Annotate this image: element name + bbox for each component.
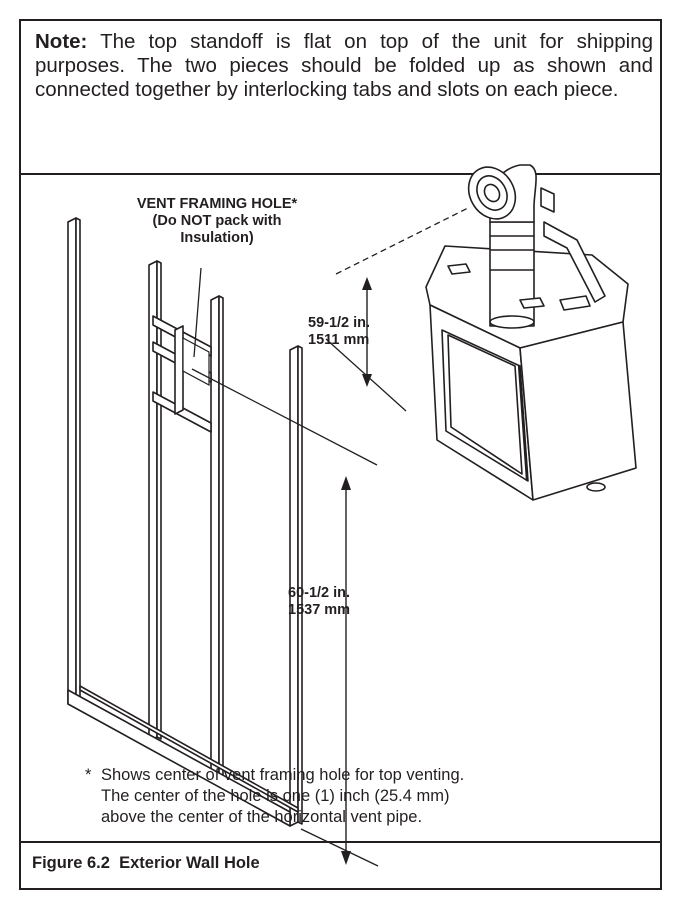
- bottom-plate: [67, 689, 291, 827]
- note-label: Note:: [35, 30, 88, 53]
- footnote-marker: *: [85, 766, 92, 784]
- stud-center: [210, 295, 220, 779]
- footnote-line-2: The center of the hole is one (1) inch (…: [101, 787, 450, 805]
- standoff: [543, 221, 606, 303]
- figure-caption: Figure 6.2 Exterior Wall Hole: [32, 854, 260, 872]
- figure-frame: [19, 19, 662, 890]
- caption-divider: [20, 841, 661, 843]
- vent-label-line-1: VENT FRAMING HOLE*: [136, 196, 298, 212]
- footnote: * Shows center of vent framing hole for …: [85, 765, 645, 828]
- vent-label-line-2: (Do NOT pack with: [152, 213, 282, 229]
- vent-framing-hole-label: VENT FRAMING HOLE* (Do NOT pack with Ins…: [122, 196, 312, 247]
- dim-top-inches: 59-1/2 in.: [308, 315, 371, 331]
- label-leader: [193, 267, 202, 358]
- sill: [152, 391, 212, 433]
- vent-pipe: [489, 221, 535, 327]
- note-divider: [20, 173, 661, 175]
- dimension-top-label: 59-1/2 in. 1511 mm: [308, 315, 370, 349]
- stud-middle: [148, 260, 158, 742]
- vent-label-line-3: Insulation): [180, 230, 254, 246]
- footnote-line-3: above the center of the horizontal vent …: [101, 808, 423, 826]
- footnote-line-1: Shows center of vent framing hole for to…: [101, 766, 465, 784]
- stud-left: [67, 217, 77, 705]
- note-paragraph: Note: The top standoff is flat on top of…: [35, 30, 653, 102]
- dim-bottom-inches: 60-1/2 in.: [288, 585, 351, 601]
- note-text: The top standoff is flat on top of the u…: [35, 30, 653, 101]
- dim-bottom-mm: 1537 mm: [288, 602, 351, 618]
- dimension-bottom-label: 60-1/2 in. 1537 mm: [288, 585, 350, 619]
- fireplace-side: [519, 321, 637, 501]
- dim-top-mm: 1511 mm: [308, 332, 370, 348]
- cripple: [174, 325, 184, 415]
